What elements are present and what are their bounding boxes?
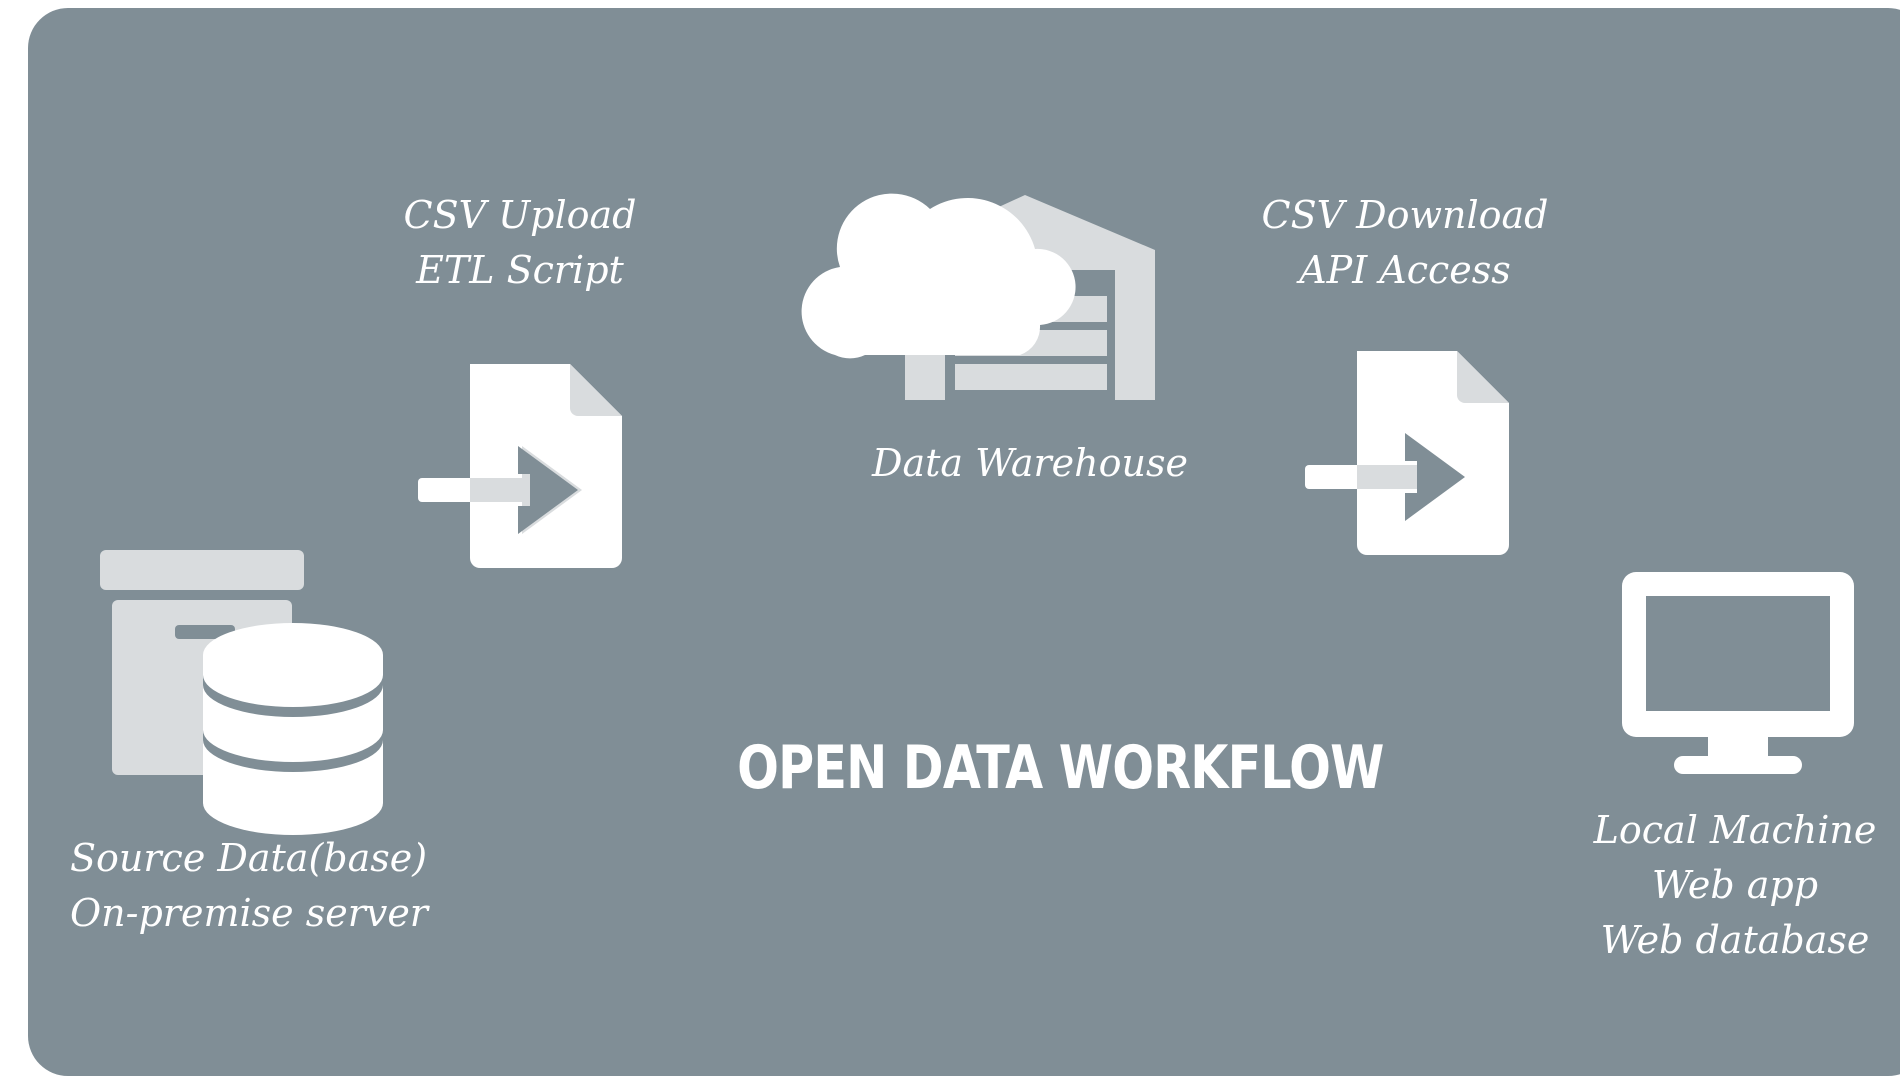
warehouse-label: Data Warehouse <box>860 436 1200 491</box>
diagram-title: OPEN DATA WORKFLOW <box>737 733 1384 803</box>
upload-label-line-1: CSV Upload <box>403 193 637 237</box>
file-import-icon <box>418 364 622 568</box>
download-label: CSV Download API Access <box>1240 188 1570 298</box>
local-label-line-3: Web database <box>1600 918 1870 962</box>
database-server-icon <box>100 550 383 835</box>
upload-label: CSV Upload ETL Script <box>380 188 660 298</box>
source-label-line-1: Source Data(base) <box>70 836 428 880</box>
cloud-warehouse-icon <box>801 193 1155 400</box>
source-label: Source Data(base) On-premise server <box>70 831 428 941</box>
upload-label-line-2: ETL Script <box>416 248 624 292</box>
source-label-line-2: On-premise server <box>70 891 428 935</box>
diagram-panel <box>28 8 1900 1076</box>
local-label-line-2: Web app <box>1651 863 1819 907</box>
local-label: Local Machine Web app Web database <box>1570 803 1900 968</box>
download-label-line-2: API Access <box>1299 248 1511 292</box>
warehouse-label-line-1: Data Warehouse <box>871 441 1188 485</box>
monitor-icon <box>1622 572 1854 774</box>
download-label-line-1: CSV Download <box>1261 193 1549 237</box>
local-label-line-1: Local Machine <box>1593 808 1877 852</box>
file-export-icon <box>1305 351 1509 555</box>
